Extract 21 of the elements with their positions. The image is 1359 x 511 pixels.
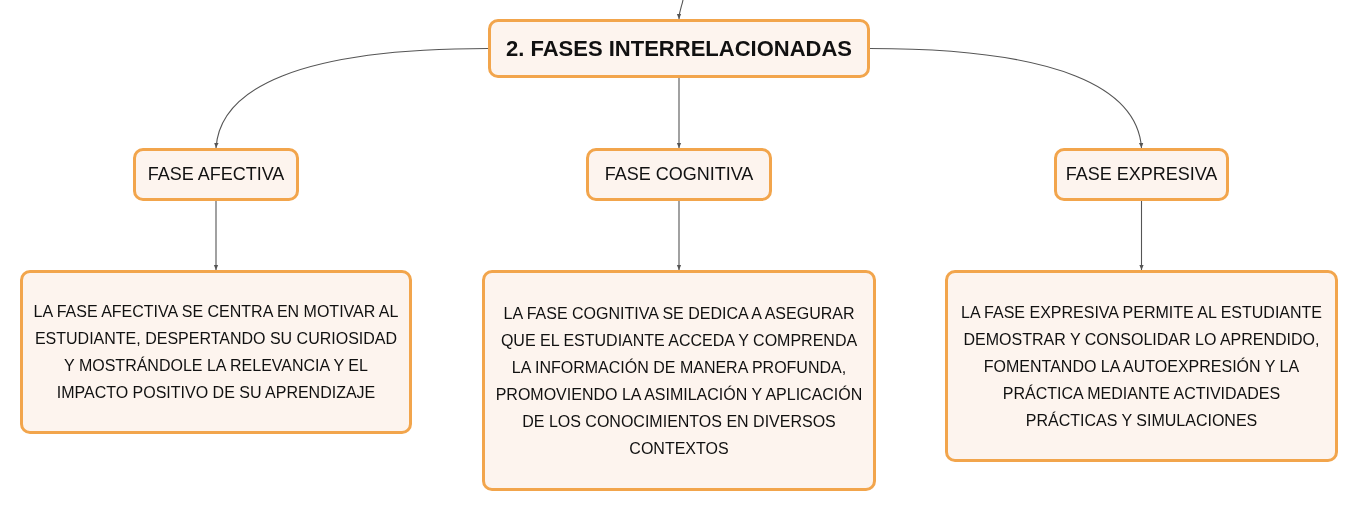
description-box [945, 270, 1338, 462]
description-box [20, 270, 412, 434]
arrow [214, 47, 489, 149]
arrow [676, 0, 684, 20]
arrow [1139, 200, 1144, 271]
arrow [676, 200, 682, 271]
topic-title: 2. FASES INTERRELACIONADAS [506, 35, 852, 62]
phase-title: FASE COGNITIVA [604, 164, 754, 185]
phase-title: FASE AFECTIVA [147, 164, 285, 185]
arrow [676, 77, 682, 149]
description-text: LA FASE AFECTIVA SE CENTRA EN MOTIVAR AL ESTUDIANTE, DESPERTANDO SU CURIOSIDAD Y MOSTRÁNDOLE LA RELEVANCIA Y EL IMPACTO POSITIVO DE SU APRENDIZAJE [32, 302, 400, 403]
description-text: LA FASE EXPRESIVA PERMITE AL ESTUDIANTE DEMOSTRAR Y CONSOLIDAR LO APRENDIDO, FOMENTANDO LA AUTOEXPRESIÓN Y LA PRÁCTICA MEDIANTE ACTIVIDADES PRÁCTICAS Y SIMULACIONES [960, 302, 1323, 431]
phase-title: FASE EXPRESIVA [1065, 164, 1218, 185]
arrow [213, 200, 219, 271]
description-box [482, 270, 876, 491]
phase-box [1054, 148, 1229, 201]
phase-box [586, 148, 772, 201]
description-text: LA FASE COGNITIVA SE DEDICA A ASEGURAR QUE EL ESTUDIANTE ACCEDA Y COMPRENDA LA INFORMACIÓN DE MANERA PROFUNDA, PROMOVIENDO LA ASIMILACIÓN Y APLICACIÓN DE LOS CONOCIMIENTOS EN DIVERSOS CONTEXTOS [494, 303, 864, 459]
arrow [869, 47, 1143, 149]
central-topic-box [488, 19, 870, 78]
phase-box [133, 148, 299, 201]
